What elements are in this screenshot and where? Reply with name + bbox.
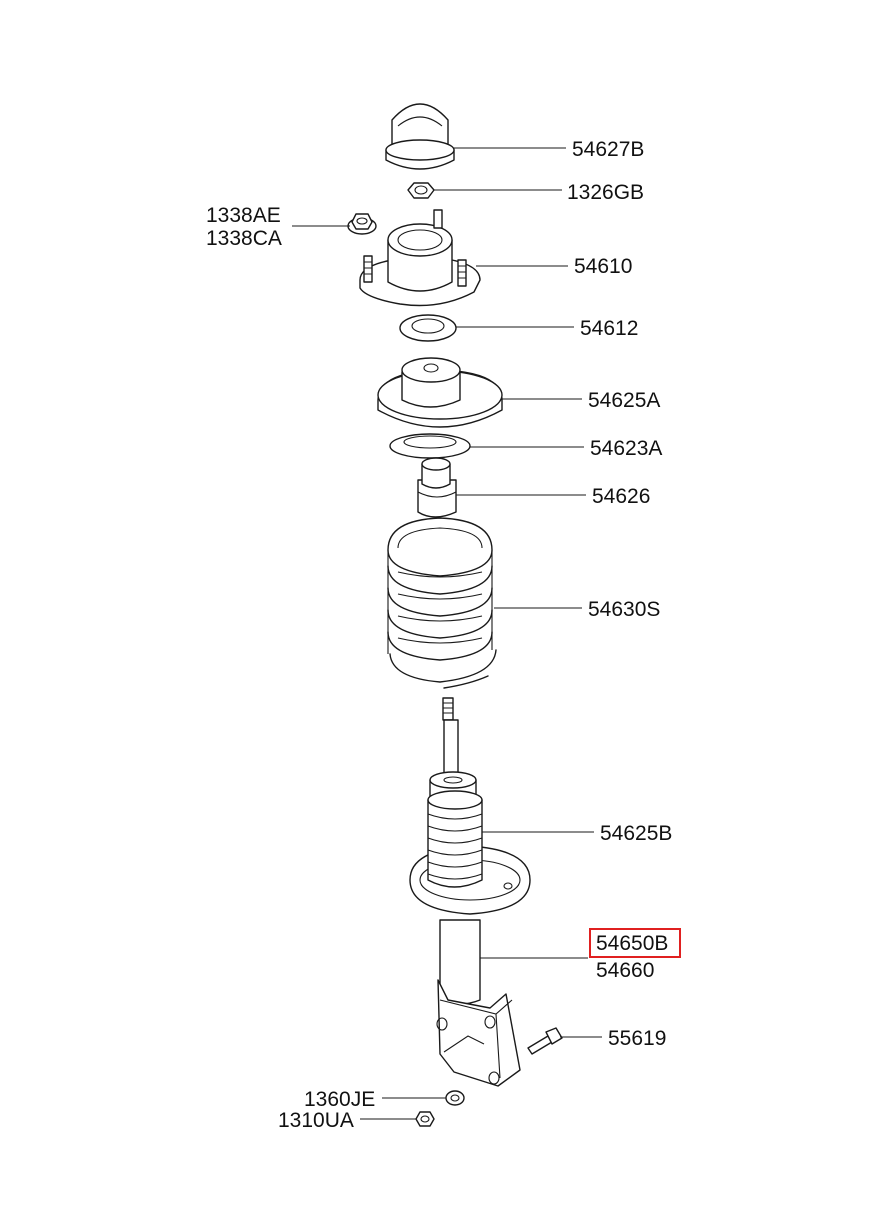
label-54660: 54660	[596, 959, 654, 982]
lower-nut-part	[415, 1111, 435, 1127]
bump-stopper-part	[417, 457, 457, 518]
label-54612: 54612	[580, 317, 638, 340]
label-54626: 54626	[592, 485, 650, 508]
spring-pad-part	[389, 433, 471, 459]
bolt-part	[527, 1027, 563, 1055]
nut-part	[407, 182, 435, 199]
label-55619: 55619	[608, 1027, 666, 1050]
lower-washer-part	[445, 1090, 465, 1106]
label-1310UA: 1310UA	[278, 1109, 354, 1132]
label-54610: 54610	[574, 255, 632, 278]
flange-nut-part	[347, 213, 377, 235]
strut-mount-part	[359, 209, 481, 307]
label-54627B: 54627B	[572, 138, 644, 161]
label-1338CA: 1338CA	[206, 227, 282, 250]
coil-spring-part	[387, 517, 497, 689]
label-54650B: 54650B	[596, 932, 668, 955]
label-54625B: 54625B	[600, 822, 672, 845]
label-1338AE: 1338AE	[206, 204, 281, 227]
label-1326GB: 1326GB	[567, 181, 644, 204]
shock-absorber-part	[409, 697, 531, 1087]
label-54630S: 54630S	[588, 598, 660, 621]
washer-part	[399, 314, 457, 342]
highlight-box-54650B	[589, 928, 681, 958]
label-54625A: 54625A	[588, 389, 660, 412]
dust-cap-part	[385, 103, 455, 170]
label-54623A: 54623A	[590, 437, 662, 460]
label-1360JE: 1360JE	[304, 1088, 375, 1111]
upper-spring-seat-part	[377, 357, 503, 428]
